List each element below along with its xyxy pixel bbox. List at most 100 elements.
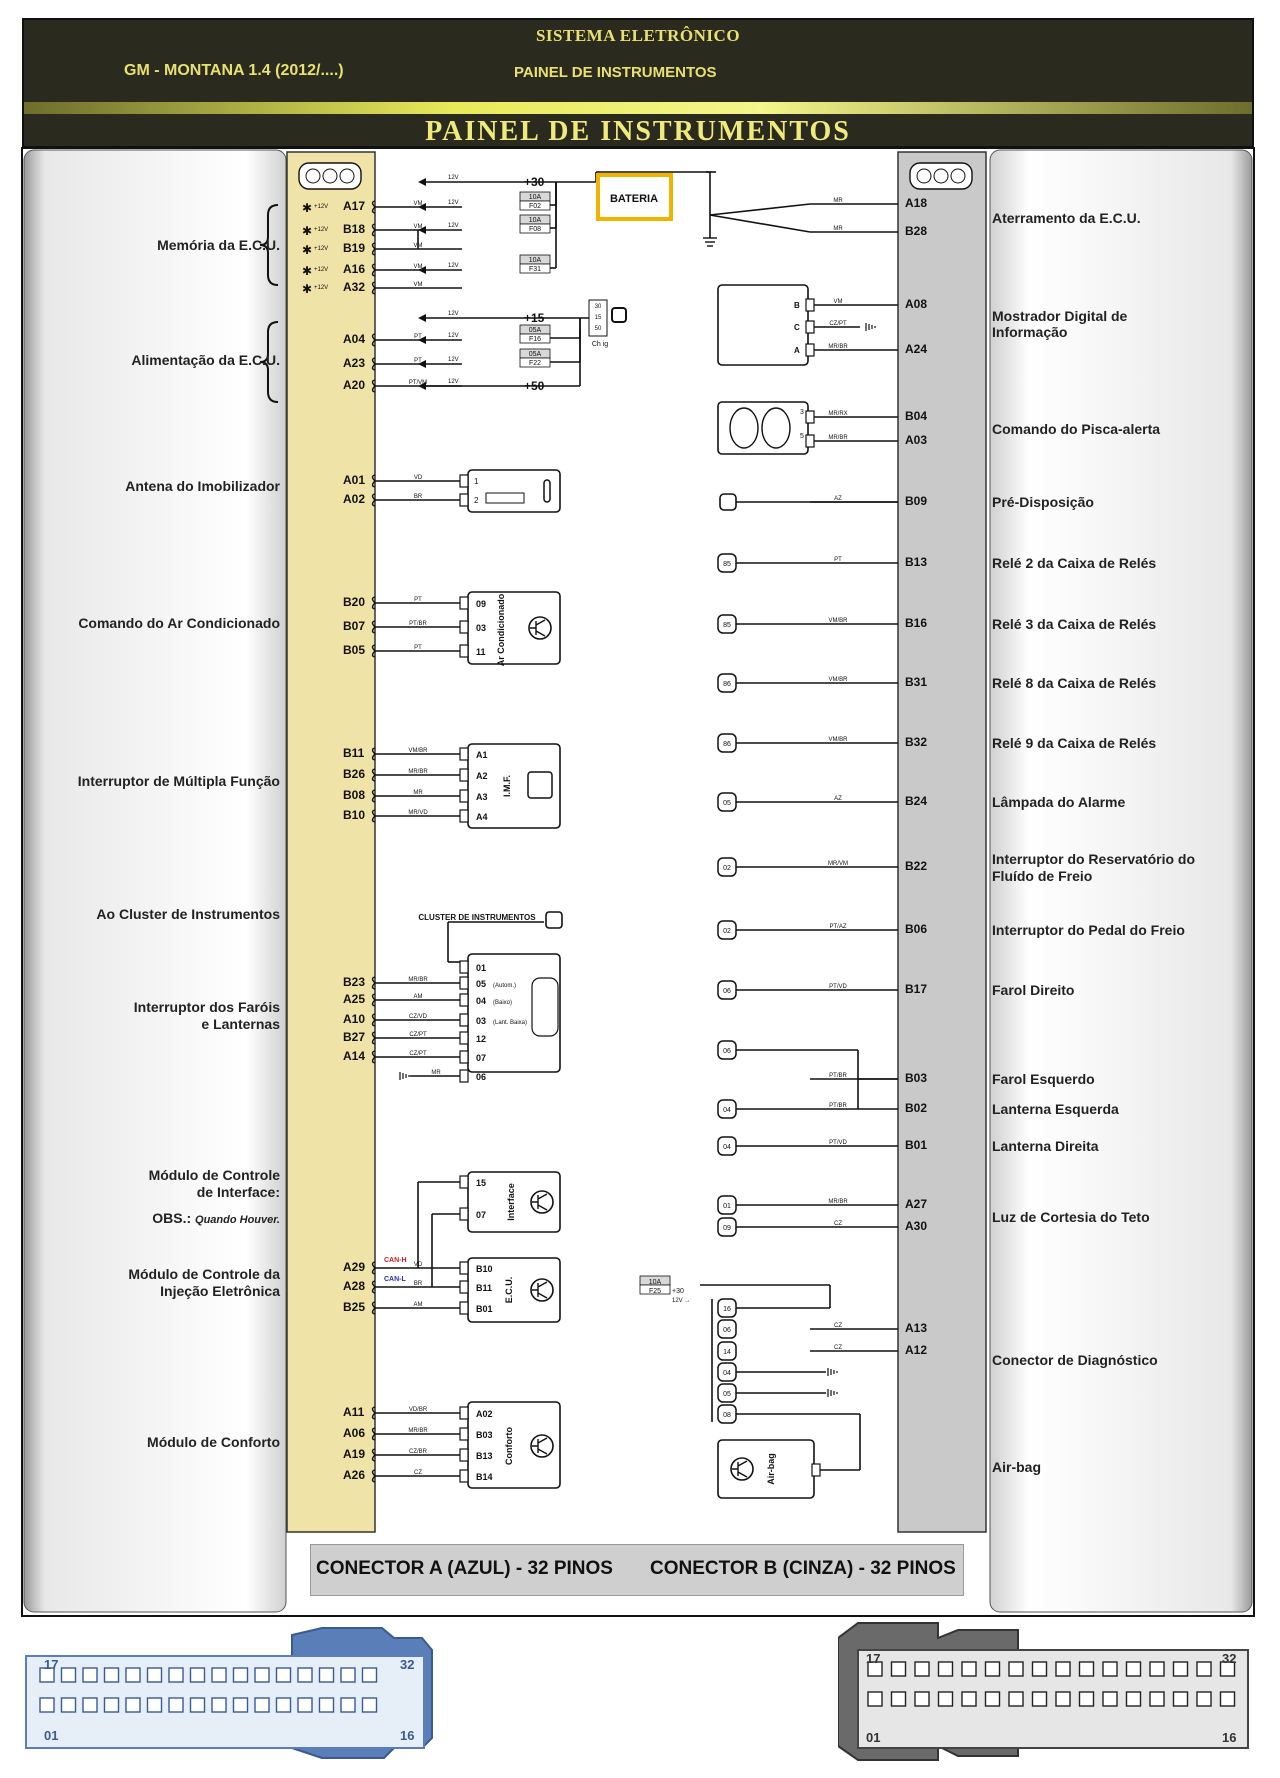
connector-b-pins <box>867 1661 1236 1707</box>
right-pin-A03: A03 <box>905 433 928 447</box>
relay-tag-8 <box>717 1040 737 1060</box>
pin-entry <box>371 1261 376 1275</box>
memory-star-0: ✱ <box>302 201 312 215</box>
farol-pin-4: 12 <box>476 1034 486 1044</box>
cluster-gauge-icon-b-dial <box>916 168 932 184</box>
wire-arrow <box>418 266 426 274</box>
rail-30: +30 <box>524 175 545 189</box>
right-label-16: Lanterna Direita <box>992 1138 1099 1154</box>
key-thermometer-icon <box>543 479 551 503</box>
relay-tag-2 <box>717 673 737 693</box>
connector-pin-cell <box>361 1667 378 1683</box>
imf-switch-icon <box>527 771 553 799</box>
label-brace-1 <box>259 321 279 403</box>
conn-a-top-left: 17 <box>44 1657 59 1672</box>
farol-note-2: (Lant. Baixa) <box>493 1020 527 1026</box>
wire-arrow <box>418 360 426 368</box>
fuse-id-0: F02 <box>529 203 541 210</box>
left-pin-A11: A11 <box>343 1405 365 1419</box>
memory-12v-2: +12V <box>314 246 328 252</box>
left-label-1: Alimentação da E.C.U. <box>131 352 280 368</box>
connector-pin-cell <box>361 1697 378 1713</box>
farol-pin-2: 04 <box>476 996 486 1006</box>
left-pin-A26: A26 <box>343 1468 366 1482</box>
pin-terminal <box>459 747 469 761</box>
left-pin-B25: B25 <box>343 1300 366 1314</box>
interface-label: Interface <box>506 1183 516 1221</box>
connector-pin-cell <box>961 1691 977 1707</box>
pin-entry <box>371 200 376 214</box>
pin-entry <box>371 242 376 256</box>
pin-terminal <box>459 1069 469 1083</box>
right-pin-B24: B24 <box>905 794 928 808</box>
fuse-rating-1: 10A <box>529 217 542 224</box>
wire-color-A26: CZ <box>414 1470 422 1476</box>
v12-50: 12V <box>448 379 459 385</box>
relay-tag-text-9: 04 <box>723 1107 731 1114</box>
right-pin-B32: B32 <box>905 735 928 749</box>
connector-pin-cell <box>937 1661 954 1677</box>
hazard-icon-right <box>761 407 791 449</box>
fuse-id-ig0: F16 <box>529 336 541 343</box>
wire-color-A06: MR/BR <box>408 1428 428 1434</box>
diag-pin-4 <box>717 1383 737 1403</box>
f25-12v: 12V → <box>672 1298 690 1304</box>
diag-pin-0 <box>717 1298 737 1318</box>
key-icon <box>611 307 627 323</box>
cluster-gauge-icon-b <box>909 162 973 190</box>
left-label-6: Interruptor dos Faróis <box>133 999 280 1015</box>
left-pin-B08: B08 <box>343 788 366 802</box>
can-l-label: CAN-L <box>384 1276 406 1283</box>
f25-id: F25 <box>649 1288 661 1295</box>
connector-pin-cell <box>1196 1661 1212 1677</box>
pin-terminal <box>459 644 469 658</box>
left-pin-B19: B19 <box>343 241 366 255</box>
pin-terminal <box>459 596 469 610</box>
left-pin-A14: A14 <box>343 1049 366 1063</box>
wire-color-B20: PT <box>414 597 422 603</box>
connector-pin-cell <box>211 1697 227 1713</box>
wire-color-A11: VD/BR <box>409 1407 428 1413</box>
imf-pin-1: A2 <box>476 771 488 781</box>
battery-label: BATERIA <box>610 193 658 205</box>
ecu-label: E.C.U. <box>504 1277 514 1304</box>
cluster-gauge-icon-a-dial <box>322 168 338 184</box>
conforto-transistor-icon <box>530 1434 554 1458</box>
farol-pin-6: 06 <box>476 1072 486 1082</box>
connector-pin-cell <box>146 1697 163 1713</box>
relay-tag-text-2: 86 <box>723 681 731 688</box>
connector-pin-cell <box>340 1667 356 1683</box>
right-pin-B06: B06 <box>905 922 928 936</box>
diag-pin-text-3: 04 <box>723 1370 731 1377</box>
right-label-panel <box>989 149 1253 1613</box>
pin-entry <box>371 1427 376 1441</box>
left-pin-A17: A17 <box>343 199 366 213</box>
conn-a-bot-left: 01 <box>44 1728 59 1743</box>
farol-note-1: (Baixo) <box>493 1000 512 1006</box>
pin-terminal <box>459 1406 469 1420</box>
fuse-id-box <box>519 263 551 274</box>
pin-terminal <box>459 1050 469 1064</box>
connector-pin-cell <box>103 1667 120 1683</box>
wire-color-A30: CZ <box>834 1221 842 1227</box>
connector-pin-cell <box>318 1667 335 1683</box>
ecu-pin-2: B01 <box>476 1304 493 1314</box>
imob-pin-1: 1 <box>474 477 479 486</box>
pin-terminal <box>805 410 815 424</box>
cluster-gauge-icon-a-dial <box>305 168 321 184</box>
wire-color-B18: VM <box>414 224 423 230</box>
connector-pin-cell <box>189 1667 206 1683</box>
wire-color-A24: MR/BR <box>828 344 848 350</box>
right-label-18: Conector de Diagnóstico <box>992 1352 1158 1368</box>
wire-color-A10: CZ/VD <box>409 1014 428 1020</box>
interface-pin-1: 07 <box>476 1210 486 1220</box>
left-pin-A25: A25 <box>343 992 366 1006</box>
wire-color-B08: MR <box>413 790 423 796</box>
wire-color-B07: PT/BR <box>409 621 427 627</box>
header-banner: SISTEMA ELETRÔNICO GM - MONTANA 1.4 (201… <box>22 18 1254 148</box>
f25-id-box <box>639 1284 671 1295</box>
pin-terminal <box>459 474 469 488</box>
pin-entry <box>371 1448 376 1462</box>
relay-tag-1 <box>717 614 737 634</box>
